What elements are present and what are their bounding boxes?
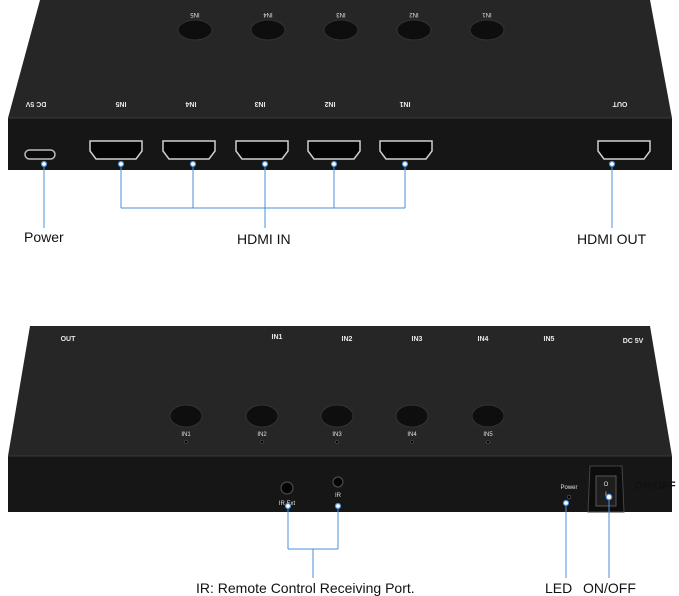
bottom-top-label-in4: IN4 bbox=[478, 336, 489, 343]
top-unit-top-surface bbox=[8, 0, 672, 118]
button-in3-top bbox=[323, 19, 359, 41]
callout-onoff: ON/OFF bbox=[583, 580, 636, 596]
top-button-label-1: IN4 bbox=[263, 11, 273, 17]
top-unit: IN5 IN4 IN3 IN2 IN1 DC 5V IN5 IN4 IN3 IN… bbox=[8, 0, 672, 170]
callout-led: LED bbox=[545, 580, 573, 596]
bottom-top-label-dc5v: DC 5V bbox=[623, 338, 644, 345]
callout-power: Power bbox=[24, 229, 64, 245]
power-led bbox=[566, 494, 572, 500]
button-in1-top bbox=[469, 19, 505, 41]
hdmi-port-in2 bbox=[307, 140, 361, 160]
bottom-top-label-in3: IN3 bbox=[412, 336, 423, 343]
top-callout-lines bbox=[40, 160, 616, 228]
rear-label-out: OUT bbox=[612, 100, 628, 107]
button-in5-top bbox=[177, 19, 213, 41]
front-button-label-0: IN1 bbox=[181, 432, 191, 438]
button-in1-front bbox=[169, 404, 203, 428]
top-button-label-2: IN3 bbox=[336, 11, 346, 17]
switch-side-label: ON/OFF bbox=[634, 480, 676, 492]
top-button-label-3: IN2 bbox=[409, 11, 419, 17]
bottom-unit-buttons: IN1 IN2 IN3 IN4 IN5 bbox=[169, 404, 505, 444]
bottom-callout-lines bbox=[284, 493, 613, 578]
rear-label-in3: IN3 bbox=[254, 100, 265, 107]
bottom-top-label-in1: IN1 bbox=[272, 334, 283, 341]
bottom-top-label-in5: IN5 bbox=[544, 336, 555, 343]
bottom-top-label-in2: IN2 bbox=[342, 336, 353, 343]
button-in2-top bbox=[396, 19, 432, 41]
button-in4-front bbox=[395, 404, 429, 428]
rear-label-in4: IN4 bbox=[185, 100, 196, 107]
power-led-label: Power bbox=[560, 485, 577, 491]
callout-ir: IR: Remote Control Receiving Port. bbox=[196, 580, 415, 596]
front-button-label-3: IN4 bbox=[407, 432, 417, 438]
front-button-label-1: IN2 bbox=[257, 432, 267, 438]
hdmi-port-out bbox=[597, 140, 651, 160]
ir-receiver bbox=[332, 476, 344, 488]
power-switch-rocker bbox=[595, 475, 617, 507]
switch-label-on: I bbox=[605, 492, 607, 498]
dc-power-port bbox=[24, 149, 56, 160]
front-button-label-4: IN5 bbox=[483, 432, 493, 438]
bottom-unit: OUT IN1 IN2 IN3 IN4 IN5 DC 5V IN1 IN2 IN… bbox=[8, 326, 672, 513]
front-button-label-2: IN3 bbox=[332, 432, 342, 438]
callout-hdmi-in: HDMI IN bbox=[237, 231, 291, 247]
hdmi-port-in4 bbox=[162, 140, 216, 160]
button-in3-front bbox=[320, 404, 354, 428]
switch-label-off: O bbox=[604, 482, 609, 488]
top-button-label-4: IN1 bbox=[482, 11, 492, 17]
button-in4-top bbox=[250, 19, 286, 41]
button-in2-front bbox=[245, 404, 279, 428]
hdmi-in-ports bbox=[89, 140, 433, 160]
hdmi-port-in5 bbox=[89, 140, 143, 160]
rear-label-in1: IN1 bbox=[399, 100, 410, 107]
top-button-label-0: IN5 bbox=[190, 11, 200, 17]
hdmi-port-in3 bbox=[235, 140, 289, 160]
rear-label-in2: IN2 bbox=[324, 100, 335, 107]
ir-label: IR bbox=[335, 493, 342, 499]
hdmi-port-in1 bbox=[379, 140, 433, 160]
button-in5-front bbox=[471, 404, 505, 428]
top-unit-buttons: IN5 IN4 IN3 IN2 IN1 bbox=[177, 11, 505, 41]
rear-label-dc5v: DC 5V bbox=[25, 100, 46, 107]
callout-hdmi-out: HDMI OUT bbox=[577, 231, 647, 247]
bottom-top-label-out: OUT bbox=[61, 336, 77, 343]
rear-label-in5: IN5 bbox=[115, 100, 126, 107]
